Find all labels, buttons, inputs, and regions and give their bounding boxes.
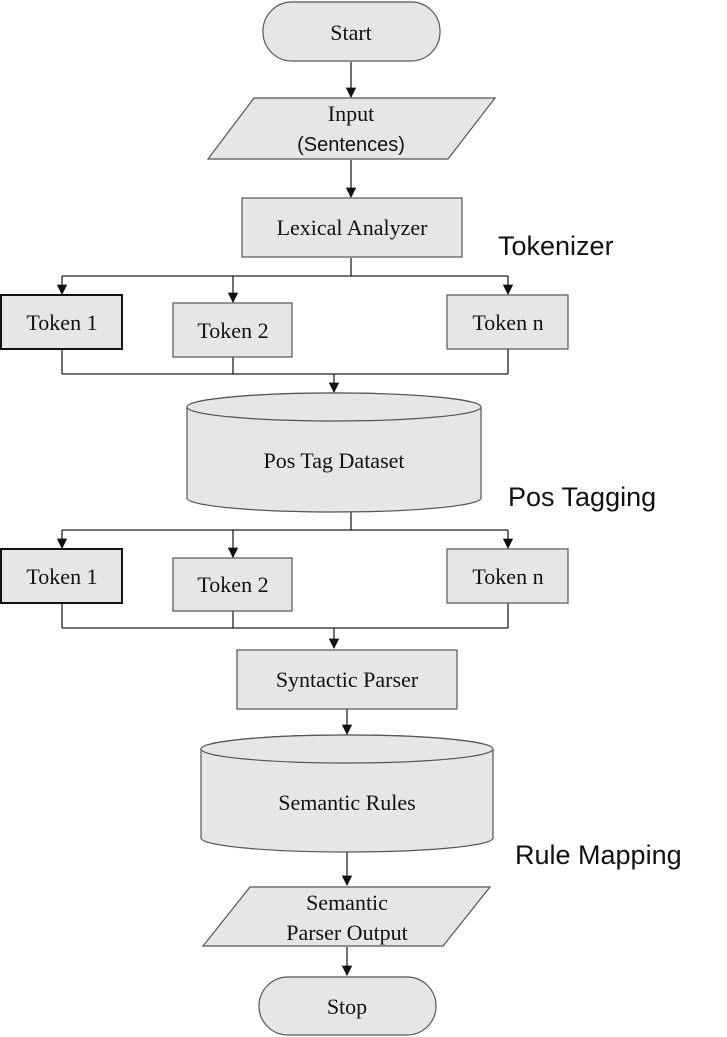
stop-label: Stop [327,994,367,1019]
token1-b-label: Token 1 [26,564,97,589]
input-label-line1: Input [328,101,374,126]
token-row-b: Token 1 Token 2 Token n [0,548,569,612]
token1-a-box [0,294,123,350]
pos-tag-dataset-cylinder-top [186,392,482,422]
input-label-line2: (Sentences) [297,134,405,156]
output-node: Semantic Parser Output [201,886,492,947]
output-label-line1: Semantic [306,890,388,915]
start-label: Start [330,20,372,45]
token2-a-label: Token 2 [197,318,268,343]
edges [56,62,514,977]
stage-label-tokenizer: Tokenizer [498,231,614,261]
stop-node: Stop [258,976,437,1036]
lexical-analyzer-label: Lexical Analyzer [277,215,429,240]
output-parallelogram-shape [201,886,492,947]
lexical-analyzer-box [241,197,463,258]
semantic-rules-cylinder-top [200,734,494,764]
token2-b-box [172,557,293,612]
tokenn-b-label: Token n [472,564,543,589]
input-node: Input (Sentences) [206,97,497,160]
syntactic-parser-box [236,649,458,710]
start-terminator-shape [262,1,441,62]
pos-tag-dataset-node: Pos Tag Dataset [186,392,482,513]
start-node: Start [262,1,441,62]
tokenn-a-label: Token n [472,310,543,335]
token2-a-box [172,302,293,358]
output-label-line2: Parser Output [286,920,408,945]
stop-terminator-shape [258,976,437,1036]
lexical-analyzer-node: Lexical Analyzer [241,197,463,258]
token1-b-box [0,548,123,604]
token1-a-label: Token 1 [26,310,97,335]
tokenn-a-box [446,294,569,350]
token2-b-label: Token 2 [197,572,268,597]
semantic-rules-node: Semantic Rules [200,734,494,853]
syntactic-parser-label: Syntactic Parser [276,667,419,692]
syntactic-parser-node: Syntactic Parser [236,649,458,710]
input-parallelogram-shape [206,97,497,160]
stage-label-rule-mapping: Rule Mapping [515,840,682,870]
semantic-rules-label: Semantic Rules [278,790,415,815]
stage-label-pos-tagging: Pos Tagging [508,482,656,512]
tokenn-b-box [446,548,569,604]
pos-tag-dataset-label: Pos Tag Dataset [263,448,404,473]
token-row-a: Token 1 Token 2 Token n [0,294,569,358]
